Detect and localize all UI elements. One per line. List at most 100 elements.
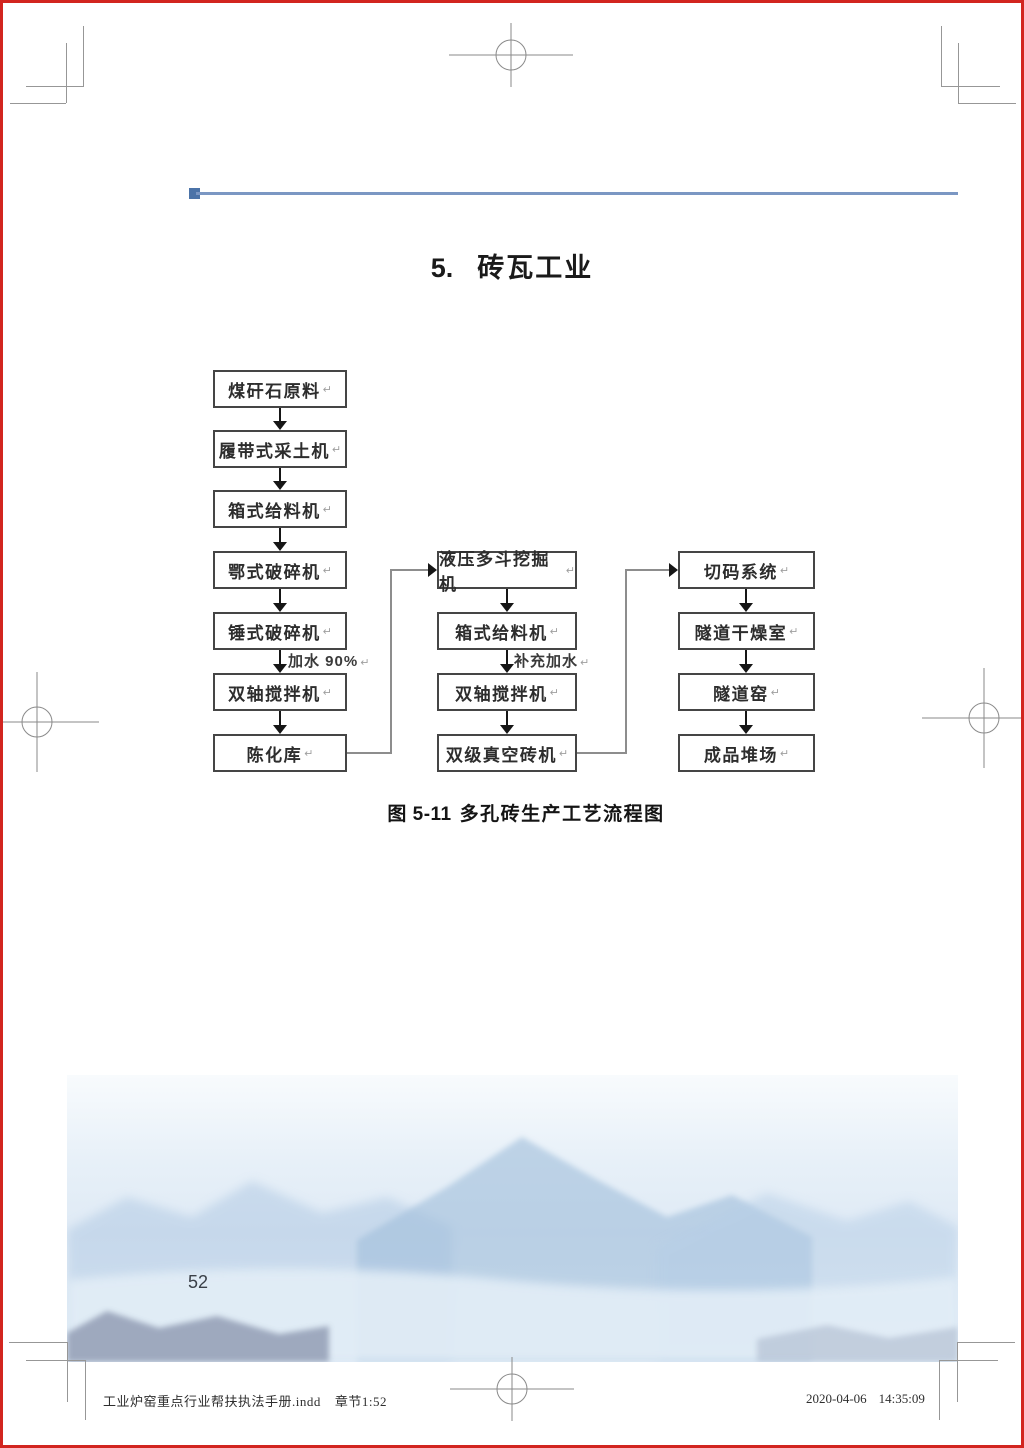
return-mark: ↵ [331,443,342,456]
mountain-art [67,1075,958,1362]
flow-arrow-down [739,650,753,673]
flow-box-hydraulic-excavator: 液压多斗挖掘机 ↵ [437,550,577,594]
flow-arrow-down [273,528,287,551]
flow-box-label: 隧道干燥室 [694,623,788,643]
flow-box-label: 成品堆场 [703,745,778,765]
registration-mark [0,672,99,772]
footer-date: 2020-04-06 [806,1391,867,1406]
rule-accent-square [189,188,200,199]
crop-mark [9,1342,67,1343]
return-mark: ↵ [789,625,799,638]
flow-arrow-right [428,563,437,577]
edge-label-supplement-water: 补充加水↵ [514,653,590,670]
flow-box-label: 履带式采土机 [218,441,330,461]
return-mark: ↵ [770,686,780,699]
return-mark: ↵ [304,747,314,760]
crop-mark [10,103,66,104]
page-title: 5. 砖瓦工业 [0,246,1024,285]
section-title-text: 砖瓦工业 [477,253,594,283]
flow-box-tunnel-drying-room: 隧道干燥室↵ [678,612,815,650]
registration-mark [922,668,1024,768]
return-mark: ↵ [322,686,332,699]
flow-box-box-feeder-2: 箱式给料机↵ [437,612,577,650]
return-mark: ↵ [558,747,569,760]
flow-arrow-down [739,589,753,612]
flow-box-label: 切码系统 [703,562,778,582]
return-mark: ↵ [322,564,332,577]
crop-mark [939,1360,940,1420]
flow-box-label: 鄂式破碎机 [228,562,321,582]
crop-mark [941,86,1000,87]
section-number: 5. [430,253,454,283]
connector-line [392,569,428,571]
crop-mark [26,1360,85,1361]
flow-box-label: 双轴搅拌机 [228,684,321,704]
flow-box-aging-warehouse: 陈化库↵ [213,734,347,772]
crop-mark [939,1360,998,1361]
return-mark: ↵ [565,564,575,577]
figure-number: 图 5-11 [387,804,452,825]
mountain-art-svg [67,1137,958,1362]
flow-arrow-down [500,589,514,612]
flow-box-finished-product-yard: 成品堆场↵ [678,734,815,772]
flow-box-cutting-coding-system: 切码系统↵ [678,551,815,589]
return-mark: ↵ [322,625,332,638]
return-mark: ↵ [779,564,790,577]
connector-line [390,569,392,754]
footer-time: 14:35:09 [878,1391,925,1406]
flow-box-hammer-crusher: 锤式破碎机↵ [213,612,347,650]
crop-mark [958,43,959,103]
crop-mark [941,26,942,86]
footer-timestamp: 2020-04-06 14:35:09 [806,1391,925,1407]
footer-filename-text: 工业炉窑重点行业帮扶执法手册.indd [103,1394,321,1409]
flow-arrow-down [500,650,514,673]
flow-arrow-down [273,589,287,612]
crop-mark [26,86,84,87]
flow-box-label: 双级真空砖机 [445,745,557,765]
connector-line [627,569,669,571]
return-mark: ↵ [580,657,590,669]
flow-arrow-down [500,711,514,734]
return-mark: ↵ [549,686,559,699]
return-mark: ↵ [322,503,332,516]
flow-box-label: 液压多斗挖掘机 [439,550,550,594]
return-mark: ↵ [779,747,790,760]
connector-line [625,569,627,754]
flow-arrow-down [273,408,287,430]
flow-box-label: 陈化库 [246,745,303,765]
flow-box-raw-material: 煤矸石原料↵ [213,370,347,408]
flow-box-label: 隧道窑 [713,684,769,704]
flow-arrow-right [669,563,678,577]
flow-arrow-down [273,650,287,673]
return-mark: ↵ [360,657,370,669]
flow-box-crawler-excavator: 履带式采土机↵ [213,430,347,468]
flow-box-box-feeder-1: 箱式给料机↵ [213,490,347,528]
flow-box-label: 箱式给料机 [455,623,548,643]
flow-box-label: 煤矸石原料 [228,381,321,401]
connector-line [347,752,392,754]
flow-box-vacuum-brick-machine: 双级真空砖机↵ [437,734,577,772]
flow-box-label: 双轴搅拌机 [455,684,548,704]
footer-filename: 工业炉窑重点行业帮扶执法手册.indd 章节1:52 [103,1391,387,1410]
figure-caption: 图 5-11 多孔砖生产工艺流程图 [14,799,1024,826]
flow-box-tunnel-kiln: 隧道窑↵ [678,673,815,711]
crop-mark [67,1342,68,1402]
flow-box-twin-shaft-mixer-2: 双轴搅拌机↵ [437,673,577,711]
connector-line [577,752,625,754]
registration-mark [449,23,573,87]
flow-box-label: 箱式给料机 [228,501,321,521]
flow-arrow-down [739,711,753,734]
crop-mark [957,1342,958,1402]
registration-mark [450,1357,574,1421]
footer-section: 章节1:52 [334,1394,387,1409]
figure-caption-text: 多孔砖生产工艺流程图 [459,804,665,825]
return-mark: ↵ [322,383,332,396]
section-rule [196,192,958,195]
flow-arrow-down [273,468,287,490]
crop-mark [83,26,84,86]
page-number: 52 [188,1272,209,1292]
flow-box-jaw-crusher: 鄂式破碎机↵ [213,551,347,589]
edge-label-add-water: 加水 90%↵ [288,653,370,670]
crop-mark [957,1342,1015,1343]
